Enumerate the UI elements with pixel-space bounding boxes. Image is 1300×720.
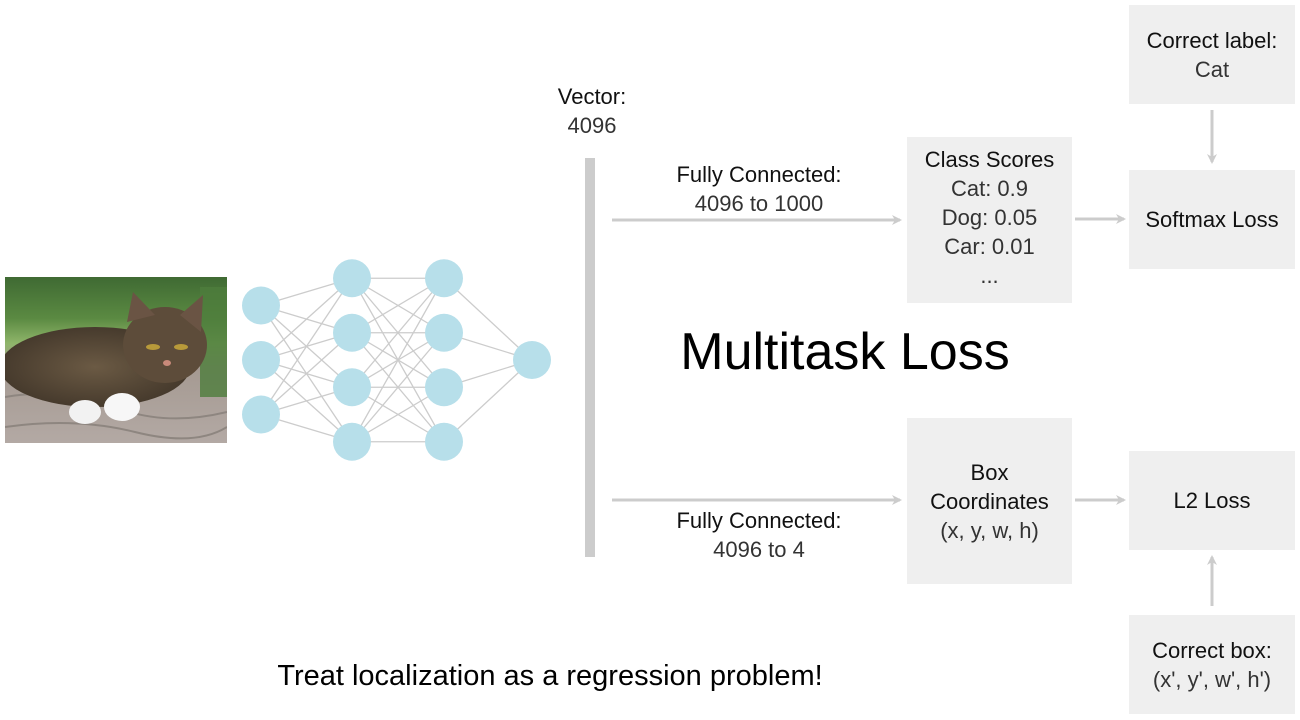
neuron-layer-3 bbox=[425, 422, 463, 461]
correct-box-box: Correct box: (x', y', w', h') bbox=[1129, 615, 1295, 714]
fc-bottom-title: Fully Connected: bbox=[676, 508, 842, 533]
neuron-layer-1 bbox=[242, 395, 280, 434]
neuron-layer-2 bbox=[333, 313, 371, 352]
network-connection bbox=[351, 277, 445, 388]
vector-size: 4096 bbox=[567, 113, 617, 138]
fc-bottom-dims: 4096 to 4 bbox=[713, 537, 805, 562]
network-connection bbox=[443, 359, 533, 443]
class-score-item: ... bbox=[980, 263, 999, 288]
network-connection bbox=[260, 277, 353, 415]
network-connection bbox=[260, 277, 353, 361]
neuron-layer-1 bbox=[242, 286, 280, 325]
box-coordinates-title-1: Box bbox=[970, 459, 1009, 485]
neuron-layer-1 bbox=[242, 341, 280, 379]
neuron-layer-3 bbox=[425, 368, 463, 407]
box-coordinates-value: (x, y, w, h) bbox=[940, 517, 1039, 543]
feature-vector-bar bbox=[585, 158, 595, 557]
class-scores-title: Class Scores bbox=[924, 147, 1055, 172]
neuron-layer-2 bbox=[333, 259, 371, 298]
neuron-layer-4 bbox=[513, 341, 551, 379]
network-connection bbox=[351, 277, 445, 443]
correct-label-value: Cat bbox=[1194, 56, 1230, 82]
class-scores-box: Class Scores Cat: 0.9 Dog: 0.05 Car: 0.0… bbox=[907, 137, 1072, 303]
network-connection bbox=[443, 277, 533, 361]
fc-bottom-label: Fully Connected: 4096 to 4 bbox=[629, 506, 889, 564]
fc-top-title: Fully Connected: bbox=[676, 162, 842, 187]
correct-label-title: Correct label: bbox=[1146, 27, 1278, 53]
network-connection bbox=[260, 332, 353, 415]
correct-label-box: Correct label: Cat bbox=[1129, 5, 1295, 104]
cat-image bbox=[5, 277, 227, 443]
network-connection bbox=[351, 332, 445, 443]
l2-loss-box: L2 Loss bbox=[1129, 451, 1295, 550]
neuron-layer-3 bbox=[425, 313, 463, 352]
box-coordinates-box: Box Coordinates (x, y, w, h) bbox=[907, 418, 1072, 584]
class-score-item: Car: 0.01 bbox=[944, 234, 1035, 259]
neuron-layer-2 bbox=[333, 422, 371, 461]
multitask-loss-title: Multitask Loss bbox=[680, 323, 1010, 381]
softmax-loss-label: Softmax Loss bbox=[1145, 207, 1279, 232]
class-score-item: Dog: 0.05 bbox=[941, 205, 1038, 230]
correct-box-value: (x', y', w', h') bbox=[1152, 666, 1272, 692]
neuron-layer-2 bbox=[333, 368, 371, 407]
l2-loss-label: L2 Loss bbox=[1173, 488, 1251, 513]
class-score-item: Cat: 0.9 bbox=[950, 176, 1029, 201]
box-coordinates-title-2: Coordinates bbox=[930, 488, 1049, 514]
neuron-layer-3 bbox=[425, 259, 463, 298]
fc-top-label: Fully Connected: 4096 to 1000 bbox=[629, 160, 889, 218]
vector-label: Vector: 4096 bbox=[462, 82, 722, 140]
vector-title: Vector: bbox=[557, 84, 627, 109]
softmax-loss-box: Softmax Loss bbox=[1129, 170, 1295, 269]
correct-box-title: Correct box: bbox=[1152, 637, 1272, 663]
caption: Treat localization as a regression probl… bbox=[277, 660, 823, 692]
fc-top-dims: 4096 to 1000 bbox=[694, 191, 824, 216]
cat-photo-illustration bbox=[5, 277, 227, 443]
neural-network bbox=[242, 259, 551, 461]
